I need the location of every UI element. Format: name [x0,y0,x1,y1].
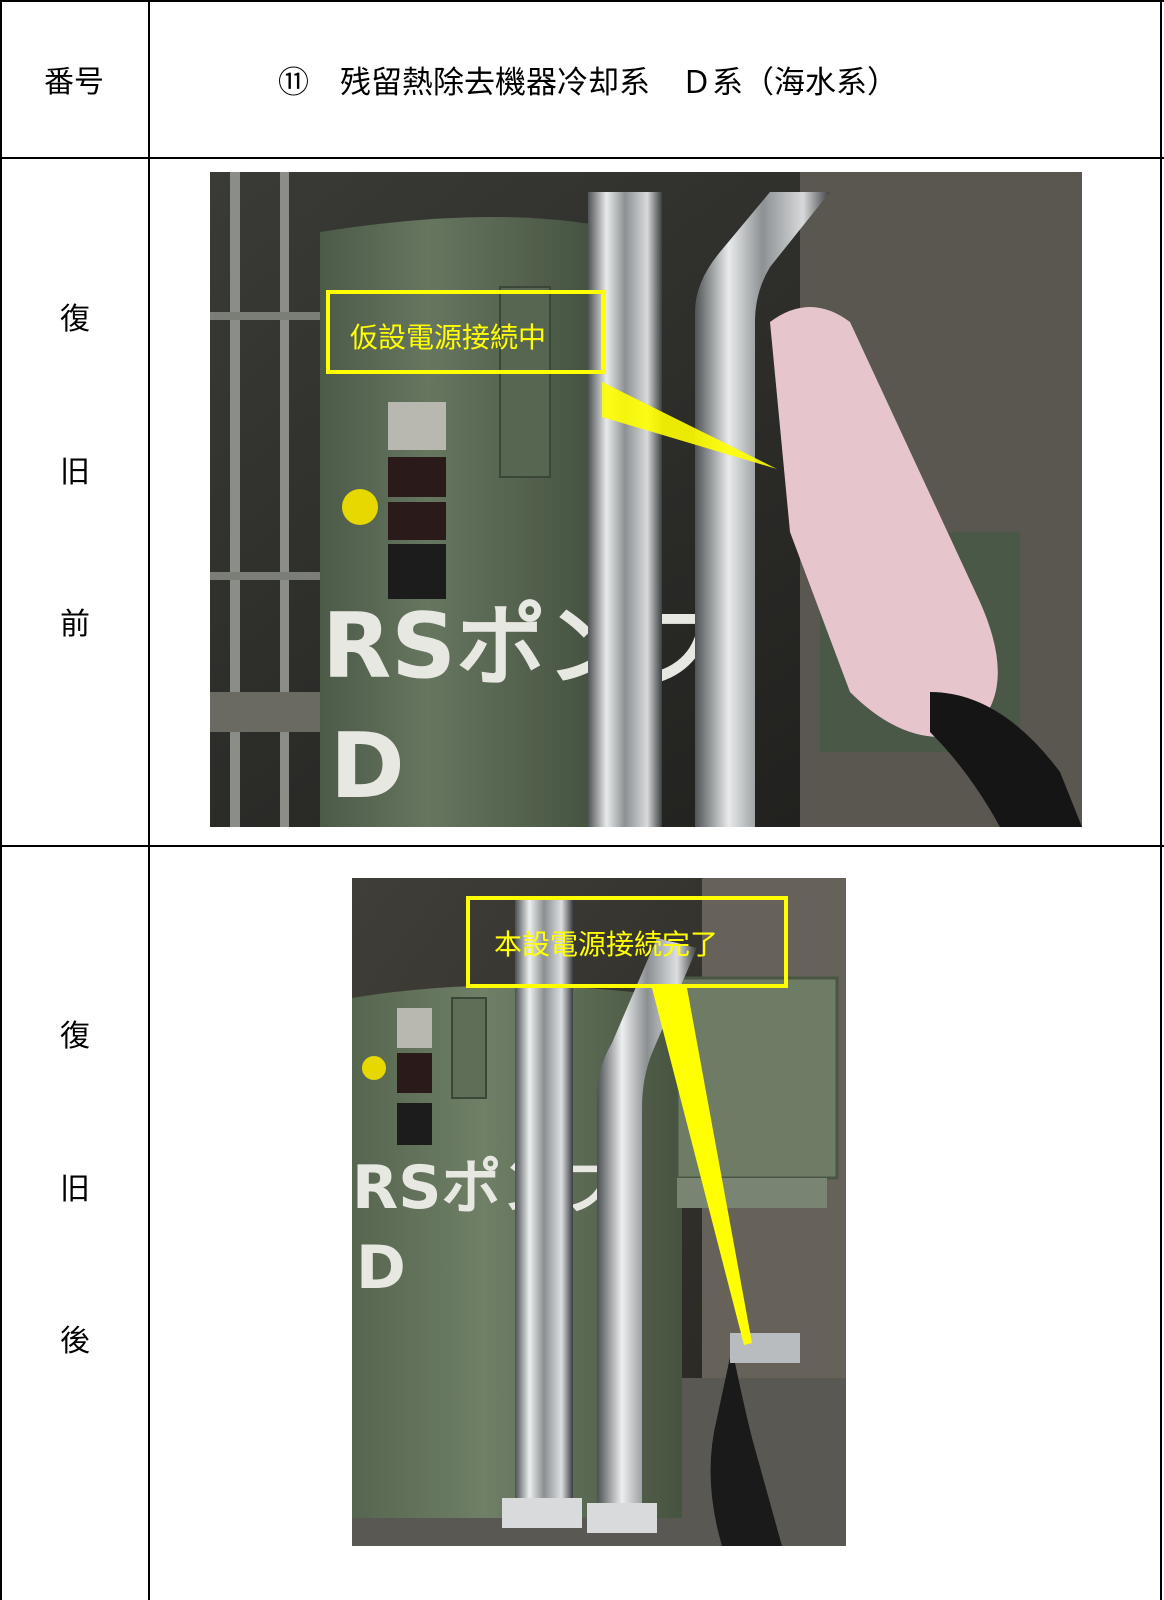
before-photo: RSポンプ D 仮設電源接続中 [210,172,1082,827]
after-pump-letter: D [356,1233,406,1303]
before-pump-text: RSポンプ [322,594,723,699]
after-label-char-3: 後 [60,1324,90,1359]
after-pump-text: RSポンプ [352,1153,620,1223]
before-pump-letter: D [330,714,405,819]
table-border-top [0,0,1164,2]
table-border-left [0,0,2,1600]
page-title: ⑪ 残留熱除去機器冷却系 Ｄ系（海水系） [278,65,898,101]
before-label-char-1: 復 [60,302,90,337]
table-border-right [1160,0,1162,1600]
table-divider-column [148,0,150,1600]
after-callout-text: 本設電源接続完了 [494,928,718,961]
after-label-char-2: 旧 [60,1172,90,1207]
table-divider-header [0,157,1164,159]
after-label-char-1: 復 [60,1019,90,1054]
before-label-char-2: 旧 [60,455,90,490]
before-callout-text: 仮設電源接続中 [350,321,546,354]
after-photo: RSポンプ D 本設電源接続完了 [352,878,846,1546]
table-divider-middle [0,845,1164,847]
before-label-char-3: 前 [60,607,90,642]
header-label: 番号 [44,65,104,100]
